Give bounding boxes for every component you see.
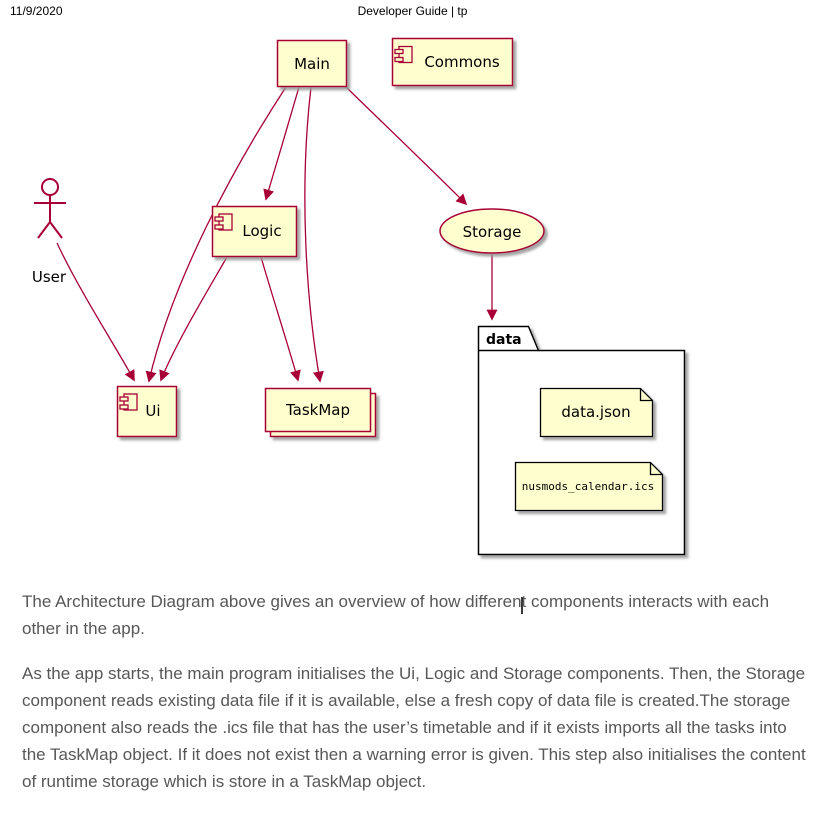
node-taskmap: TaskMap: [264, 387, 377, 438]
folder-data: data data.json nusmods_calendar.ics: [477, 325, 686, 556]
node-ui: Ui: [116, 385, 178, 438]
node-commons-label: Commons: [424, 53, 500, 71]
component-icon: [394, 45, 413, 64]
arrow-logic-to-taskmap: [260, 256, 301, 382]
arrow-main-to-taskmap: [304, 86, 324, 383]
arrow-main-to-storage: [345, 86, 468, 206]
arrow-user-to-ui: [56, 242, 135, 382]
paragraph-architecture-overview: The Architecture Diagram above gives an …: [22, 592, 770, 638]
file-nusmods-ics-label: nusmods_calendar.ics: [522, 480, 654, 493]
folder-data-label: data: [486, 332, 522, 348]
page-title: Developer Guide | tp: [357, 4, 468, 18]
file-nusmods-ics: nusmods_calendar.ics: [514, 461, 664, 512]
node-main: Main: [276, 39, 348, 88]
component-icon: [214, 213, 233, 231]
node-logic: Logic: [211, 205, 298, 258]
arrow-main-to-ui: [145, 86, 287, 383]
arrow-logic-to-ui: [159, 256, 228, 382]
body-text: The Architecture Diagram above gives an …: [22, 588, 811, 795]
text-cursor: [521, 597, 523, 614]
architecture-diagram: Main Commons Logic Storage: [32, 37, 686, 556]
file-data-json-label: data.json: [561, 403, 630, 421]
actor-user-label: User: [32, 268, 67, 286]
node-taskmap-label: TaskMap: [285, 401, 350, 419]
node-ui-label: Ui: [145, 402, 160, 420]
node-storage-label: Storage: [463, 223, 522, 241]
paragraph-startup-description: As the app starts, the main program init…: [22, 664, 806, 791]
node-storage: Storage: [439, 208, 545, 254]
node-logic-label: Logic: [242, 222, 281, 240]
arrow-main-to-logic: [263, 86, 300, 201]
node-main-label: Main: [294, 55, 330, 73]
file-data-json: data.json: [539, 387, 654, 438]
actor-user: User: [32, 178, 67, 286]
component-icon: [119, 393, 138, 411]
print-date: 11/9/2020: [10, 4, 63, 18]
node-commons: Commons: [391, 37, 514, 87]
